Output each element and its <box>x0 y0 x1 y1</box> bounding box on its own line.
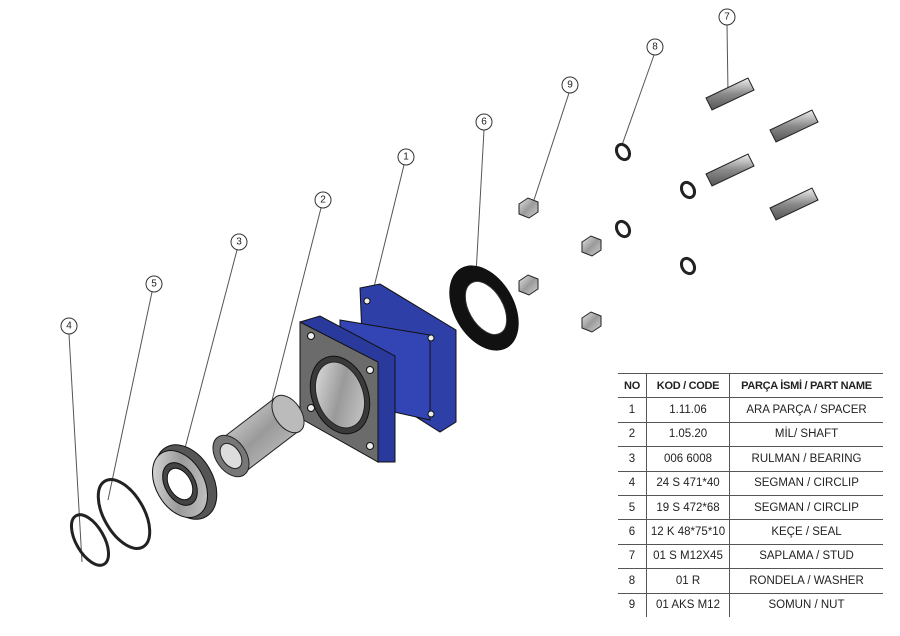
svg-text:3: 3 <box>236 237 242 248</box>
svg-text:5: 5 <box>151 279 157 290</box>
washers-part <box>614 142 697 276</box>
housing-spacer-part <box>299 283 457 463</box>
cell-no: 7 <box>618 544 647 570</box>
cell-part-name: SEGMAN / CIRCLIP <box>729 495 883 521</box>
cell-code: 24 S 471*40 <box>646 471 730 496</box>
shaft-part <box>212 394 305 478</box>
cell-no: 4 <box>618 471 647 496</box>
header-code: KOD / CODE <box>646 372 730 399</box>
studs-part <box>705 77 819 221</box>
svg-text:1: 1 <box>403 152 409 163</box>
leader-lines <box>68 24 729 563</box>
balloon-5: 5 <box>145 275 163 293</box>
cell-no: 3 <box>618 446 647 472</box>
cell-part-name: SOMUN / NUT <box>729 593 883 617</box>
header-no: NO <box>618 372 647 399</box>
svg-text:6: 6 <box>481 117 487 128</box>
cell-part-name: ARA PARÇA / SPACER <box>729 397 883 423</box>
cell-no: 1 <box>618 397 647 423</box>
cell-part-name: SEGMAN / CIRCLIP <box>729 471 883 496</box>
bearing-part <box>152 444 218 520</box>
cell-part-name: MİL/ SHAFT <box>729 422 883 448</box>
cell-code: 19 S 472*68 <box>646 495 730 521</box>
svg-text:2: 2 <box>320 195 326 206</box>
header-part-name: PARÇA İSMİ / PART NAME <box>729 372 883 399</box>
cell-part-name: RULMAN / BEARING <box>729 446 883 472</box>
balloon-1: 1 <box>397 148 415 166</box>
cell-code: 01 R <box>646 568 730 594</box>
balloon-4: 4 <box>60 317 78 335</box>
svg-text:4: 4 <box>66 321 72 332</box>
cell-part-name: KEÇE / SEAL <box>729 519 883 545</box>
svg-text:9: 9 <box>567 80 573 91</box>
cell-code: 006 6008 <box>646 446 730 472</box>
svg-text:8: 8 <box>652 42 658 53</box>
cell-code: 01 S M12X45 <box>646 544 730 570</box>
cell-code: 1.11.06 <box>646 397 730 423</box>
cell-no: 9 <box>628 599 636 612</box>
balloon-2: 2 <box>314 191 332 209</box>
cell-no: 2 <box>618 422 647 448</box>
circlip-large-part <box>96 478 152 550</box>
cell-no: 6 <box>618 519 647 545</box>
cell-code: 1.05.20 <box>646 422 730 448</box>
balloon-8: 8 <box>646 38 664 56</box>
balloon-6: 6 <box>475 113 493 131</box>
seal-part <box>449 265 519 351</box>
balloons: 1 2 3 4 5 6 7 8 9 <box>60 8 736 335</box>
cell-no: 5 <box>618 495 647 521</box>
cell-code: 12 K 48*75*10 <box>646 519 730 545</box>
circlip-small-part <box>69 513 111 567</box>
nuts-part <box>518 197 602 333</box>
balloon-9: 9 <box>561 76 579 94</box>
balloon-7: 7 <box>718 8 736 26</box>
cell-no: 8 <box>618 568 647 594</box>
cell-part-name: RONDELA / WASHER <box>729 568 883 594</box>
cell-code: 01 AKS M12 <box>646 593 730 617</box>
table-header-row: NO KOD / CODE PARÇA İSMİ / PART NAME <box>618 372 883 399</box>
svg-text:7: 7 <box>724 12 730 23</box>
cell-part-name: SAPLAMA / STUD <box>729 544 883 570</box>
balloon-3: 3 <box>230 233 248 251</box>
